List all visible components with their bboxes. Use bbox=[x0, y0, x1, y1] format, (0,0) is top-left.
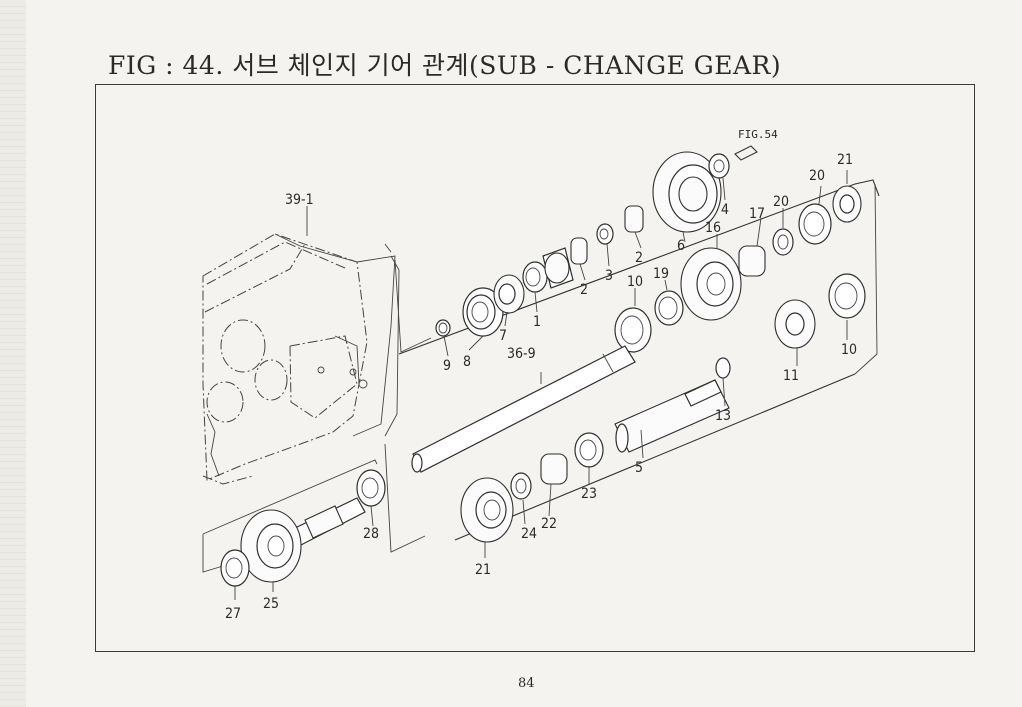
label-20: 20 bbox=[809, 168, 825, 184]
label-22: 22 bbox=[541, 516, 557, 532]
part-2-needle-bearing-b bbox=[624, 205, 644, 233]
label-23: 23 bbox=[581, 486, 597, 502]
part-23-ring bbox=[574, 432, 604, 468]
assembly-guides bbox=[202, 179, 880, 573]
part-5-large-gear bbox=[652, 151, 722, 233]
label-25: 25 bbox=[263, 596, 279, 612]
label-7: 8 bbox=[463, 354, 471, 370]
label-16: 17 bbox=[749, 206, 765, 222]
part-13-snap-ring bbox=[715, 357, 731, 379]
label-5: 6 bbox=[677, 238, 685, 254]
part-19-gear bbox=[832, 185, 862, 223]
label-2-b: 2 bbox=[635, 250, 643, 266]
label-39-1: 39-1 bbox=[285, 192, 314, 208]
output-shaft-assembly bbox=[220, 469, 386, 587]
label-2-a: 2 bbox=[580, 282, 588, 298]
part-10-bearing-a bbox=[614, 307, 652, 353]
part-9-splined-shaft bbox=[614, 379, 730, 453]
exploded-parts-diagram: 39-1 36-9 FIG.54 9 8 7 1 2 3 2 6 4 10 19… bbox=[202, 128, 880, 622]
label-13: 13 bbox=[715, 408, 731, 424]
splined-hub bbox=[542, 247, 574, 289]
label-8: 9 bbox=[443, 358, 451, 374]
label-9: 5 bbox=[635, 460, 643, 476]
label-11: 11 bbox=[783, 368, 799, 384]
label-24: 24 bbox=[521, 526, 537, 542]
label-10-a: 10 bbox=[627, 274, 643, 290]
label-19: 21 bbox=[837, 152, 853, 168]
part-3-ring bbox=[596, 223, 614, 245]
label-4: 4 bbox=[721, 202, 729, 218]
lower-gear-train bbox=[460, 273, 866, 543]
part-27-bearing bbox=[220, 549, 250, 587]
part-17-spacer bbox=[654, 290, 684, 326]
label-14: 16 bbox=[705, 220, 721, 236]
part-20-sleeve bbox=[798, 203, 832, 245]
label-1: 1 bbox=[533, 314, 541, 330]
label-17: 19 bbox=[653, 266, 669, 282]
label-28: 28 bbox=[363, 526, 379, 542]
upper-gear-train bbox=[435, 145, 862, 353]
page-number: 84 bbox=[518, 676, 535, 691]
label-fig-54: FIG.54 bbox=[738, 128, 778, 141]
part-1-collar bbox=[522, 261, 548, 293]
part-7-bearing bbox=[462, 287, 504, 337]
part-18-ring bbox=[772, 228, 794, 256]
part-22-needle-bearing bbox=[540, 453, 568, 485]
part-28-bearing bbox=[356, 469, 386, 507]
part-6-gear bbox=[493, 274, 525, 314]
label-36-9: 36-9 bbox=[507, 346, 536, 362]
part-25-gear bbox=[240, 509, 302, 583]
part-16-hub bbox=[738, 245, 766, 277]
part-21-gear bbox=[460, 477, 514, 543]
label-10-b: 10 bbox=[841, 342, 857, 358]
shaft-36-9 bbox=[411, 345, 636, 473]
label-27: 27 bbox=[225, 606, 241, 622]
figure-title: FIG : 44. 서브 체인지 기어 관계(SUB - CHANGE GEAR… bbox=[108, 51, 782, 80]
part-labels: 39-1 36-9 FIG.54 9 8 7 1 2 3 2 6 4 10 19… bbox=[225, 128, 857, 622]
label-21: 21 bbox=[475, 562, 491, 578]
label-6: 7 bbox=[499, 328, 507, 344]
label-3: 3 bbox=[605, 268, 613, 284]
part-14-gear bbox=[680, 247, 742, 321]
part-4-washer bbox=[708, 153, 730, 179]
binding-edge bbox=[0, 0, 26, 707]
leader-lines bbox=[234, 170, 848, 600]
part-24-ring bbox=[510, 472, 532, 500]
diagram-frame bbox=[95, 84, 975, 652]
label-18: 20 bbox=[773, 194, 789, 210]
part-2-needle-bearing-a bbox=[570, 237, 588, 265]
part-11-gear bbox=[774, 299, 816, 349]
transmission-housing bbox=[202, 206, 400, 485]
part-10-bearing-b bbox=[828, 273, 866, 319]
part-8-snap-ring bbox=[435, 319, 451, 337]
